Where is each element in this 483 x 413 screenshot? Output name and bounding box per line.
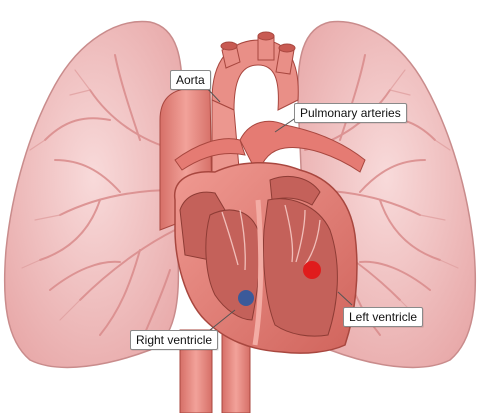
- aorta-label: Aorta: [170, 70, 211, 90]
- left-ventricle-chamber: [262, 198, 338, 337]
- right-ventricle-blue-dot: [238, 290, 254, 306]
- septum: [252, 199, 264, 346]
- pulmonary-trunk: [239, 120, 366, 177]
- left-ventricle-red-dot: [303, 261, 321, 279]
- right-ventricle-label: Right ventricle: [130, 330, 219, 350]
- valve-cords: [221, 204, 321, 271]
- left-ventricle-label: Left ventricle: [343, 307, 424, 327]
- pulmonary-arteries-label: Pulmonary arteries: [294, 103, 407, 123]
- left-pulmonary-artery: [174, 138, 246, 171]
- left-lung: [3, 20, 183, 369]
